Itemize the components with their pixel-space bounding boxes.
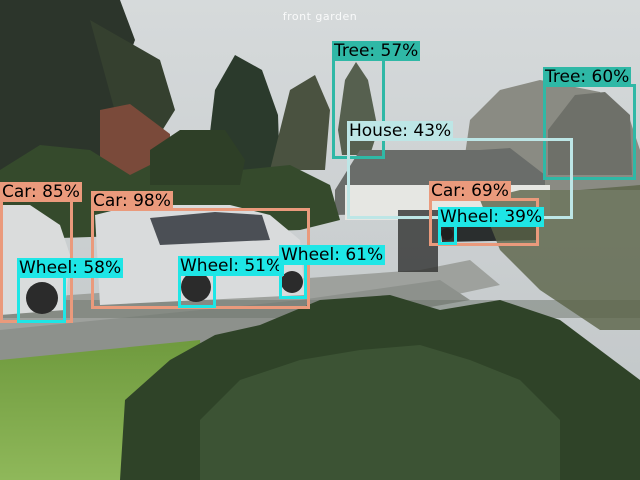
video-caption: front garden bbox=[282, 10, 358, 23]
detection-label: Tree: 57% bbox=[332, 41, 421, 61]
detection-label: House: 43% bbox=[347, 121, 454, 141]
detection-label: Wheel: 39% bbox=[438, 207, 545, 227]
detection-box-tree[interactable]: Tree: 60% bbox=[543, 67, 636, 180]
detection-box-tree[interactable]: Tree: 57% bbox=[332, 41, 421, 159]
detection-label: Wheel: 51% bbox=[178, 256, 285, 276]
detection-box-wheel[interactable]: Wheel: 61% bbox=[279, 245, 386, 299]
detection-label: Car: 69% bbox=[429, 181, 511, 201]
detection-label: Wheel: 58% bbox=[17, 258, 124, 278]
detection-label: Wheel: 61% bbox=[279, 245, 386, 265]
detection-box-car[interactable]: Car: 69% bbox=[429, 181, 539, 246]
detection-box-wheel[interactable]: Wheel: 58% bbox=[17, 258, 124, 323]
detection-box-wheel[interactable]: Wheel: 51% bbox=[178, 256, 285, 308]
detection-label: Car: 85% bbox=[0, 182, 82, 202]
detection-box-wheel[interactable]: Wheel: 39% bbox=[438, 207, 545, 245]
detection-label: Tree: 60% bbox=[543, 67, 632, 87]
detection-label: Car: 98% bbox=[91, 191, 173, 211]
